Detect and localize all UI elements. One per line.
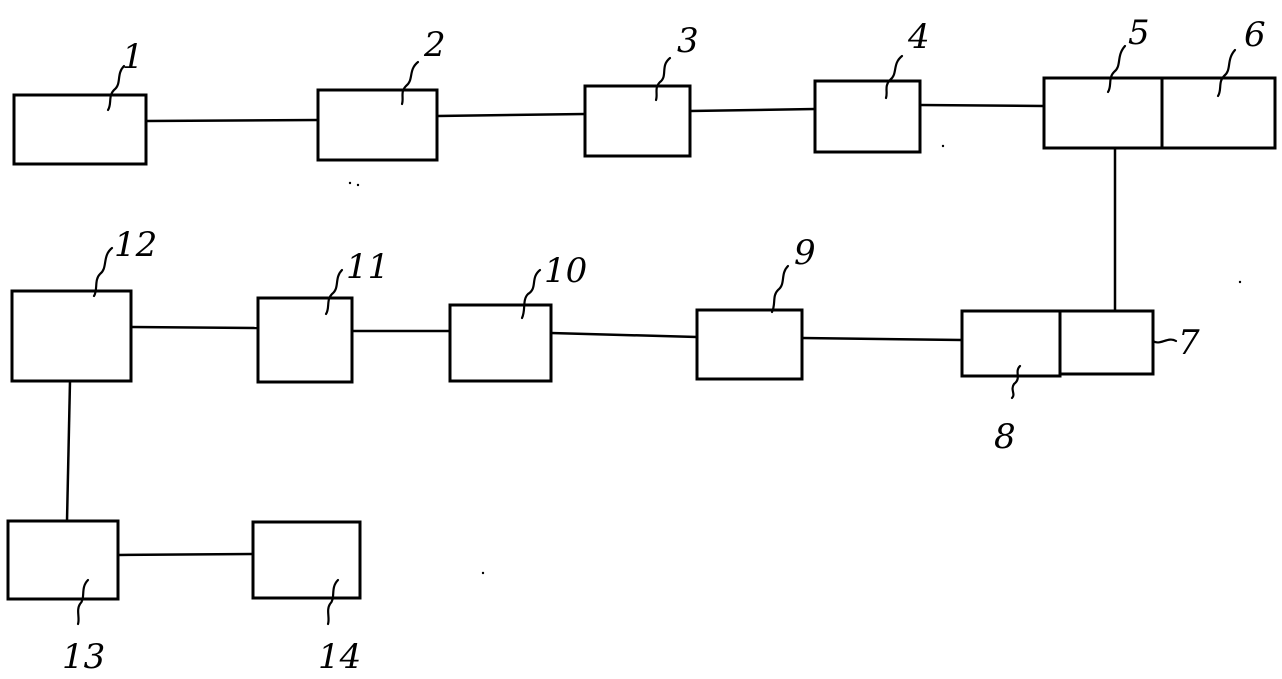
label-4: 4 [907, 17, 930, 57]
block-11 [256, 296, 354, 384]
leader-11 [324, 268, 344, 316]
block-2 [316, 88, 439, 162]
label-6: 6 [1244, 15, 1266, 55]
label-7: 7 [1178, 323, 1200, 363]
connector-2-3 [436, 112, 586, 118]
leader-5 [1106, 44, 1127, 94]
connector-4-5 [919, 103, 1045, 108]
label-3: 3 [677, 21, 699, 61]
connector-3-4 [689, 107, 816, 113]
leader-12 [92, 246, 114, 298]
connector-13-14 [117, 552, 254, 557]
connector-1-2 [145, 118, 319, 123]
scan-speck [356, 183, 360, 187]
label-1: 1 [122, 37, 144, 77]
leader-14 [326, 578, 340, 626]
connector-8-9 [801, 336, 963, 342]
label-5: 5 [1128, 13, 1150, 53]
scan-speck [481, 571, 485, 575]
leader-8 [1010, 364, 1022, 400]
block-4 [813, 79, 922, 154]
connector-11-12 [130, 325, 259, 330]
connector-9-10 [550, 331, 698, 339]
leader-6 [1216, 48, 1237, 98]
label-9: 9 [794, 233, 816, 273]
label-13: 13 [62, 637, 105, 677]
block-14 [251, 520, 362, 600]
leader-2 [400, 60, 420, 106]
block-13 [6, 519, 120, 601]
scan-speck [941, 144, 945, 148]
leader-4 [884, 54, 904, 100]
leader-1 [106, 64, 126, 112]
block-6 [1160, 76, 1277, 150]
leader-7 [1151, 338, 1178, 344]
block-12 [10, 289, 133, 383]
block-3 [583, 84, 692, 158]
label-14: 14 [318, 637, 361, 677]
leader-10 [520, 268, 542, 320]
block-7 [1058, 309, 1155, 376]
label-12: 12 [114, 225, 157, 265]
block-9 [695, 308, 804, 381]
leader-9 [770, 264, 790, 314]
leader-13 [76, 578, 90, 626]
label-10: 10 [544, 251, 587, 291]
block-10 [448, 303, 553, 383]
label-8: 8 [994, 417, 1016, 457]
scan-speck [348, 181, 352, 185]
scan-speck [1238, 280, 1242, 284]
label-2: 2 [423, 25, 446, 65]
leader-3 [654, 56, 672, 102]
block-5 [1042, 76, 1164, 150]
block-1 [12, 93, 148, 166]
block-8 [960, 309, 1062, 378]
connector-12-13 [65, 380, 72, 522]
label-11: 11 [346, 247, 389, 287]
